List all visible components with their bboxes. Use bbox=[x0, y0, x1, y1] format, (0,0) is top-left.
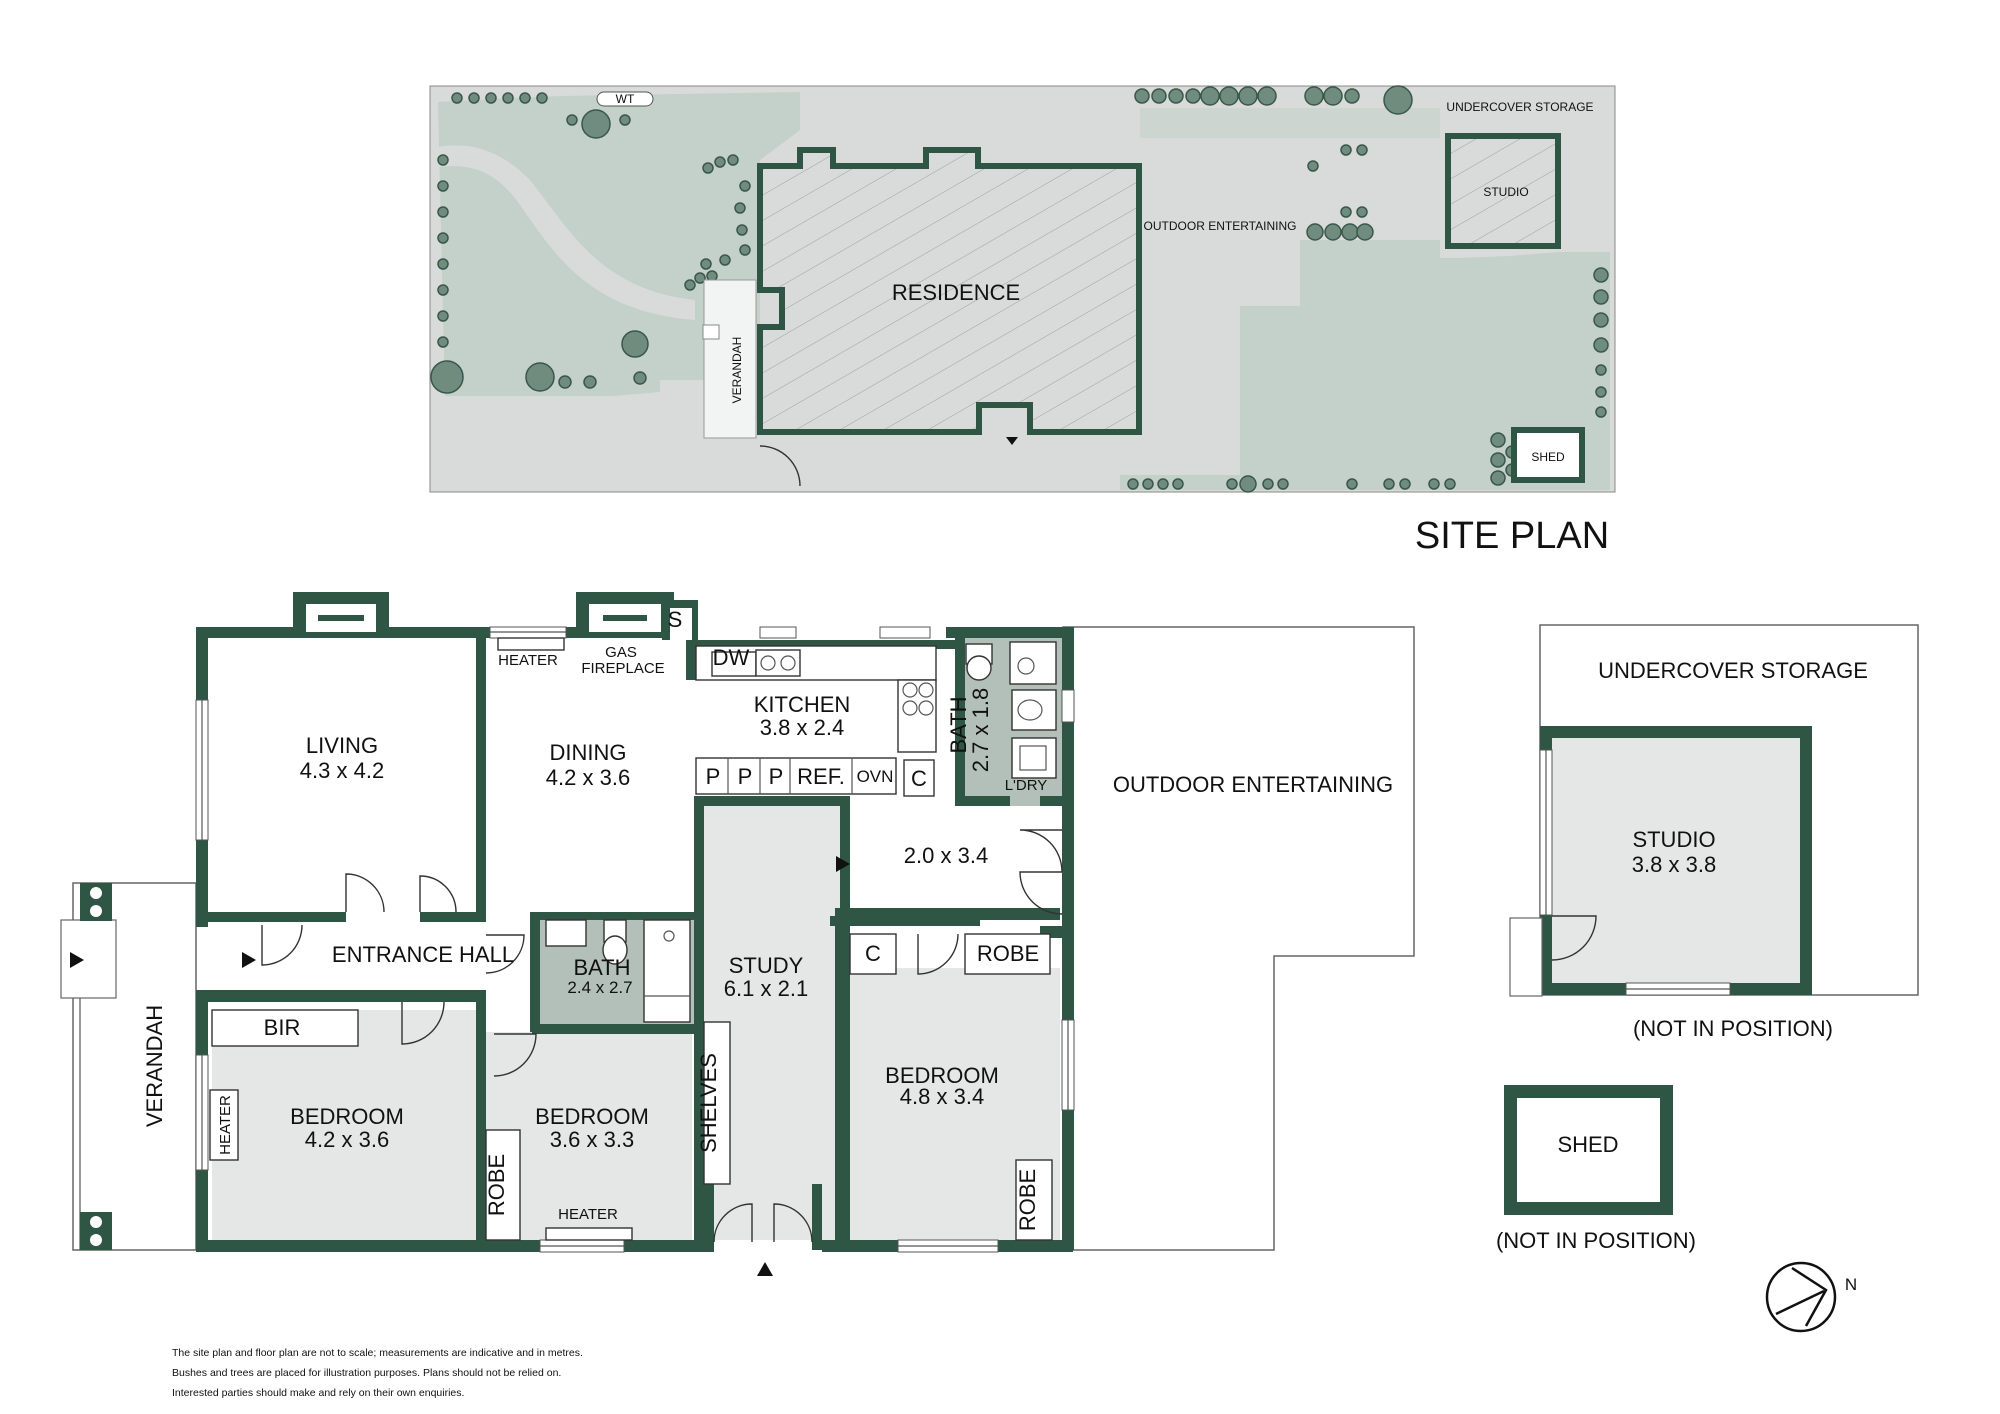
site-verandah-label: VERANDAH bbox=[730, 337, 744, 404]
site-outdoor-area bbox=[1142, 204, 1300, 475]
bedroom-east-name: BEDROOM bbox=[885, 1063, 999, 1088]
north-lawn bbox=[1140, 108, 1440, 138]
heater-mid-label: HEATER bbox=[558, 1206, 618, 1223]
studio-name: STUDIO bbox=[1632, 827, 1715, 852]
water-tank bbox=[596, 91, 654, 107]
shed-name: SHED bbox=[1557, 1132, 1618, 1157]
site-step bbox=[702, 324, 720, 340]
studio-dims: 3.8 x 3.8 bbox=[1632, 852, 1716, 877]
site-studio-label: STUDIO bbox=[1483, 185, 1528, 199]
room-labels: LIVING 4.3 x 4.2 DINING 4.2 x 3.6 KITCHE… bbox=[142, 688, 1393, 1152]
studio-not-in-position: (NOT IN POSITION) bbox=[1633, 1016, 1833, 1041]
heater-west-label: HEATER bbox=[217, 1095, 234, 1155]
cupboard-kitchen-label: C bbox=[911, 766, 927, 791]
studio-step bbox=[1509, 917, 1543, 997]
disclaimer-line-3: Interested parties should make and rely … bbox=[172, 1387, 464, 1399]
gas-fireplace-label-2: FIREPLACE bbox=[581, 660, 664, 677]
living-name: LIVING bbox=[306, 733, 378, 758]
robe-east-top-label: ROBE bbox=[977, 941, 1039, 966]
gas-fireplace-label-1: GAS bbox=[605, 644, 637, 661]
outbuildings: UNDERCOVER STORAGE STUDIO 3.8 x 3.8 (NOT… bbox=[1496, 624, 1919, 1253]
site-shed bbox=[1511, 427, 1585, 483]
site-door-arc bbox=[759, 445, 801, 487]
walls bbox=[196, 592, 1074, 1252]
cupboard-bedroom-label: C bbox=[865, 941, 881, 966]
bath-small-dims: 2.4 x 2.7 bbox=[567, 978, 632, 997]
outdoor-entertaining-area bbox=[1062, 626, 1415, 1251]
bedroom-west-dims: 4.2 x 3.6 bbox=[305, 1127, 389, 1152]
robe-mid-label: ROBE bbox=[484, 1154, 509, 1216]
ref-label: REF. bbox=[797, 764, 845, 789]
bath-main-name: BATH bbox=[946, 696, 971, 753]
pantry-1-label: P bbox=[706, 764, 721, 789]
robe-east-side-label: ROBE bbox=[1015, 1169, 1040, 1231]
kitchen-name: KITCHEN bbox=[754, 692, 851, 717]
heater-dining-label: HEATER bbox=[498, 652, 558, 669]
fixture-labels: HEATER GAS FIREPLACE S DW P P P REF. OVN… bbox=[217, 607, 1047, 1231]
bir-label: BIR bbox=[264, 1015, 301, 1040]
kitchen-dims: 3.8 x 2.4 bbox=[760, 715, 844, 740]
outdoor-entertaining-name: OUTDOOR ENTERTAINING bbox=[1113, 772, 1393, 797]
site-storage-label: UNDERCOVER STORAGE bbox=[1446, 100, 1593, 114]
site-plan: WT VERANDAH RESIDENCE OUTDOOR ENTERTAINI… bbox=[429, 85, 1616, 493]
site-residence bbox=[757, 147, 1142, 435]
compass-circle bbox=[1765, 1261, 1837, 1333]
entrance-hall-name: ENTRANCE HALL bbox=[332, 942, 514, 967]
bedroom-west-name: BEDROOM bbox=[290, 1104, 404, 1129]
site-verandah bbox=[703, 279, 757, 439]
bedroom-mid-dims: 3.6 x 3.3 bbox=[550, 1127, 634, 1152]
s-label: S bbox=[668, 607, 683, 632]
floor-plan bbox=[60, 437, 1540, 1276]
compass-label: N bbox=[1845, 1275, 1857, 1294]
bedroom-east-dims: 4.8 x 3.4 bbox=[900, 1084, 984, 1109]
rear-lawn bbox=[1120, 240, 1610, 490]
water-tank-label: WT bbox=[616, 92, 635, 106]
living-dims: 4.3 x 4.2 bbox=[300, 758, 384, 783]
shelves-label: SHELVES bbox=[696, 1053, 721, 1153]
site-outdoor-label: OUTDOOR ENTERTAINING bbox=[1144, 219, 1297, 233]
closets bbox=[209, 637, 1053, 1241]
verandah-name: VERANDAH bbox=[142, 1005, 167, 1127]
site-residence-label: RESIDENCE bbox=[892, 280, 1020, 305]
bath-main-dims: 2.7 x 1.8 bbox=[968, 688, 993, 772]
driveway bbox=[432, 145, 695, 320]
room-unnamed-dims: 2.0 x 3.4 bbox=[904, 843, 988, 868]
studio-floor bbox=[1552, 738, 1800, 983]
site-shed-label: SHED bbox=[1531, 450, 1565, 464]
shed-floor bbox=[1517, 1098, 1660, 1202]
ovn-label: OVN bbox=[857, 767, 894, 786]
bedroom-mid-name: BEDROOM bbox=[535, 1104, 649, 1129]
site-studio bbox=[1445, 133, 1561, 249]
shed-not-in-position: (NOT IN POSITION) bbox=[1496, 1228, 1696, 1253]
disclaimer-line-1: The site plan and floor plan are not to … bbox=[172, 1347, 583, 1359]
disclaimer-line-2: Bushes and trees are placed for illustra… bbox=[172, 1367, 561, 1379]
dining-name: DINING bbox=[550, 740, 627, 765]
pantry-2-label: P bbox=[738, 764, 753, 789]
windows bbox=[195, 626, 1075, 1253]
verandah-posts bbox=[80, 883, 112, 1250]
study-name: STUDY bbox=[729, 953, 804, 978]
dining-dims: 4.2 x 3.6 bbox=[546, 765, 630, 790]
pantry-3-label: P bbox=[769, 764, 784, 789]
undercover-storage-label: UNDERCOVER STORAGE bbox=[1598, 658, 1868, 683]
bath-fixtures bbox=[545, 641, 1057, 1023]
site-bushes bbox=[430, 85, 1609, 493]
doors bbox=[261, 829, 1063, 1243]
verandah-step bbox=[60, 919, 117, 999]
site-plan-title: SITE PLAN bbox=[1415, 515, 1609, 557]
ldry-label: L'DRY bbox=[1005, 777, 1048, 794]
bedroom-west-floor bbox=[212, 1010, 477, 1240]
disclaimer: The site plan and floor plan are not to … bbox=[172, 1347, 583, 1399]
study-dims: 6.1 x 2.1 bbox=[724, 976, 808, 1001]
kitchen-fixtures bbox=[695, 645, 937, 797]
north-compass: N bbox=[1765, 1261, 1857, 1333]
dw-label: DW bbox=[713, 645, 750, 670]
bath-small-name: BATH bbox=[573, 955, 630, 980]
